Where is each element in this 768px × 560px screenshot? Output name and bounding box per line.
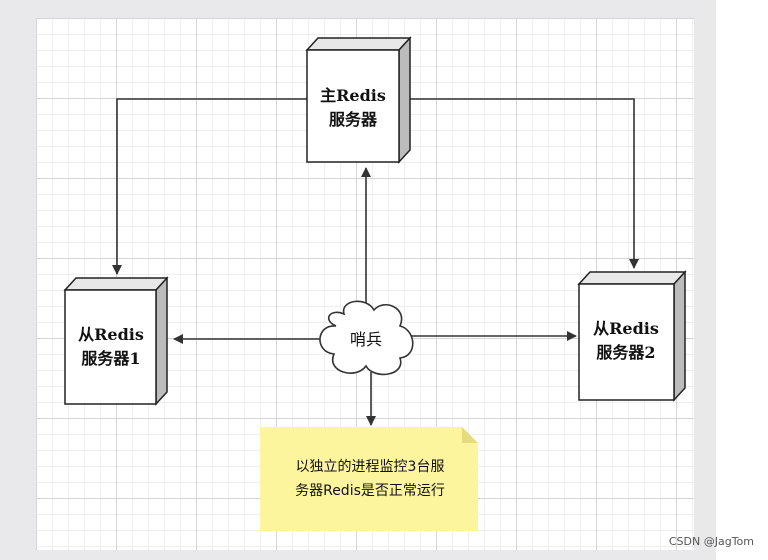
- master-server-box: 主Redis 服务器: [305, 36, 412, 164]
- note-text-line1: 以独立的进程监控3台服: [296, 459, 445, 475]
- sentinel-label: 哨兵: [350, 330, 382, 349]
- slave2-server-label-line2: 服务器2: [596, 343, 655, 362]
- slave1-server-box: 从Redis 服务器1: [63, 276, 169, 406]
- edge-master-to-slave1: [112, 98, 307, 275]
- edge-master-to-slave2: [410, 98, 639, 269]
- slave1-server-label-line1: 从Redis: [78, 325, 144, 344]
- slave2-server-label-line1: 从Redis: [593, 319, 659, 338]
- sentinel-cloud: 哨兵: [319, 300, 414, 376]
- slave2-server-box: 从Redis 服务器2: [577, 270, 687, 402]
- master-server-label-line2: 服务器: [329, 110, 378, 129]
- watermark: CSDN @JagTom: [668, 535, 754, 548]
- note-sticky: 以独立的进程监控3台服 务器Redis是否正常运行: [260, 427, 478, 531]
- master-server-label-line1: 主Redis: [320, 86, 386, 105]
- note-text-line2: 务器Redis是否正常运行: [295, 483, 445, 499]
- slave1-server-label-line2: 服务器1: [81, 349, 140, 368]
